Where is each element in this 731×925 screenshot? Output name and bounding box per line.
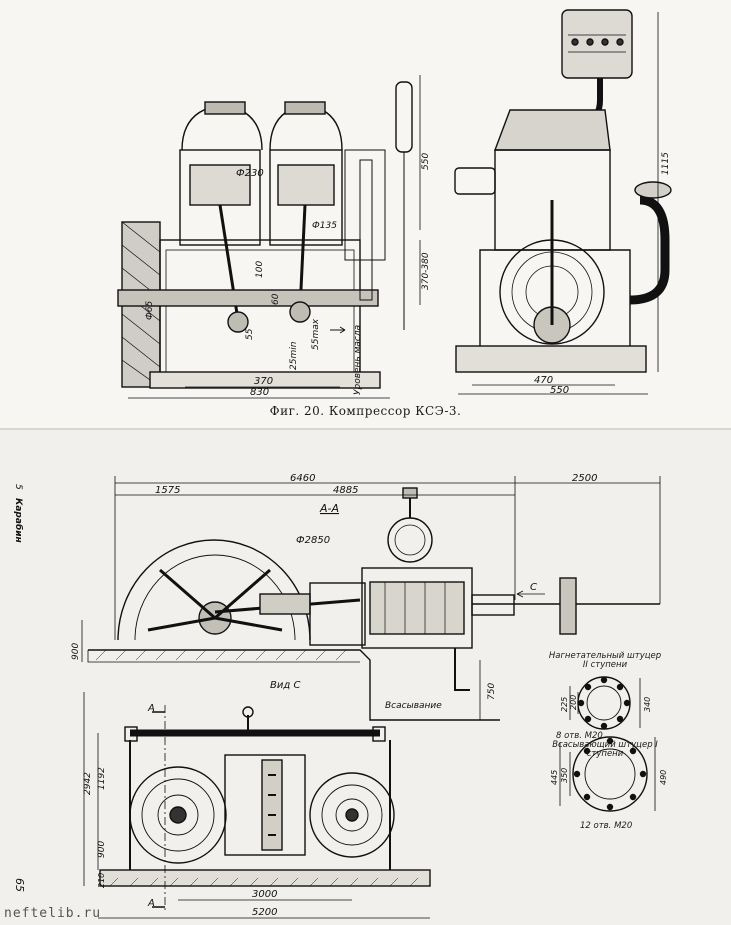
front-dimension-lines	[128, 75, 421, 399]
dim-d65: Ф65	[145, 301, 155, 320]
section-aa-drawing	[87, 487, 660, 721]
dim-d2850: Ф2850	[296, 535, 330, 546]
side-dimension-texts: 470 550 1115	[534, 152, 671, 396]
dim-d55: 55	[245, 328, 255, 340]
dim-210: 210	[97, 873, 106, 888]
dim-55max: 55max	[311, 318, 321, 350]
section-aa-texts: 6460 2500 1575 4885 А-А Ф2850 С 900 750 …	[71, 473, 597, 711]
dim-445: 445	[550, 770, 559, 785]
dim-1192: 1192	[97, 767, 107, 790]
view-c-dim-lines	[83, 692, 430, 919]
dim-d230: Ф230	[236, 168, 264, 179]
intake-label: Всасывание	[385, 701, 442, 711]
dim-25min: 25min	[289, 341, 299, 370]
dim-d370: 370	[254, 376, 273, 387]
dim-d470: 470	[534, 375, 553, 386]
site-watermark: neftelib.ru	[4, 906, 102, 921]
view-c-texts: 2942 1192 900 210 3000 5200 А А	[83, 703, 277, 918]
dim-2500: 2500	[572, 473, 597, 484]
dim-d1115: 1115	[661, 152, 671, 175]
figure-caption: Фиг. 20. Компрессор КСЭ-3.	[269, 404, 462, 418]
dim-2942: 2942	[83, 772, 93, 795]
dim-5200: 5200	[252, 907, 277, 918]
compressor-front-section	[117, 81, 413, 389]
section-aa-label: А-А	[319, 502, 339, 515]
dim-200: 200	[569, 695, 578, 710]
side-dimension-lines	[458, 12, 659, 395]
dim-6460: 6460	[290, 473, 315, 484]
dim-d100: 100	[255, 261, 265, 278]
section-aa-dim-lines	[81, 476, 661, 720]
dim-900b: 900	[97, 841, 107, 858]
arrow-c-label: С	[530, 582, 537, 593]
suction-holes-label: 12 отв. М20	[580, 821, 633, 831]
page-number: 65	[13, 878, 26, 892]
dim-d550h: 550	[550, 385, 569, 396]
oil-level-label: Уровень масла	[353, 325, 363, 395]
dim-d60: 60	[271, 293, 281, 305]
side-author: Карабин	[13, 498, 24, 543]
dim-3000: 3000	[252, 889, 277, 900]
suction-fitting	[559, 736, 656, 812]
dim-340: 340	[643, 697, 652, 712]
discharge-fitting-title: Нагнетательный штуцер II ступени	[548, 651, 662, 670]
side-number: 5	[13, 484, 23, 490]
discharge-holes-label: 8 отв. М20	[556, 731, 603, 741]
dim-350: 350	[560, 768, 569, 783]
fittings-texts: 225 200 340 445 350 490 5 Карабин 65	[13, 484, 668, 892]
view-c-label: Вид С	[270, 680, 300, 691]
dim-d830: 830	[250, 387, 269, 398]
dim-900: 900	[71, 643, 81, 660]
dim-750: 750	[487, 683, 497, 700]
dim-1575: 1575	[155, 485, 180, 496]
dim-d135: Ф135	[312, 221, 337, 231]
dim-490: 490	[659, 770, 668, 785]
compressor-side-section	[454, 9, 672, 373]
dim-4885: 4885	[333, 485, 358, 496]
view-c-drawing	[99, 706, 431, 887]
dim-d370-380: 370-380	[421, 252, 431, 290]
dim-d550v: 550	[421, 153, 431, 170]
dim-225: 225	[560, 697, 569, 712]
discharge-fitting	[569, 676, 641, 730]
suction-fitting-title: Всасывающий штуцер I ступени	[552, 740, 658, 759]
section-a-bottom: А	[147, 898, 155, 909]
section-a-top: А	[147, 703, 155, 714]
front-dimension-texts: Ф230 Ф135 Ф65 100 60 55 25min 55max Уров…	[145, 153, 431, 398]
